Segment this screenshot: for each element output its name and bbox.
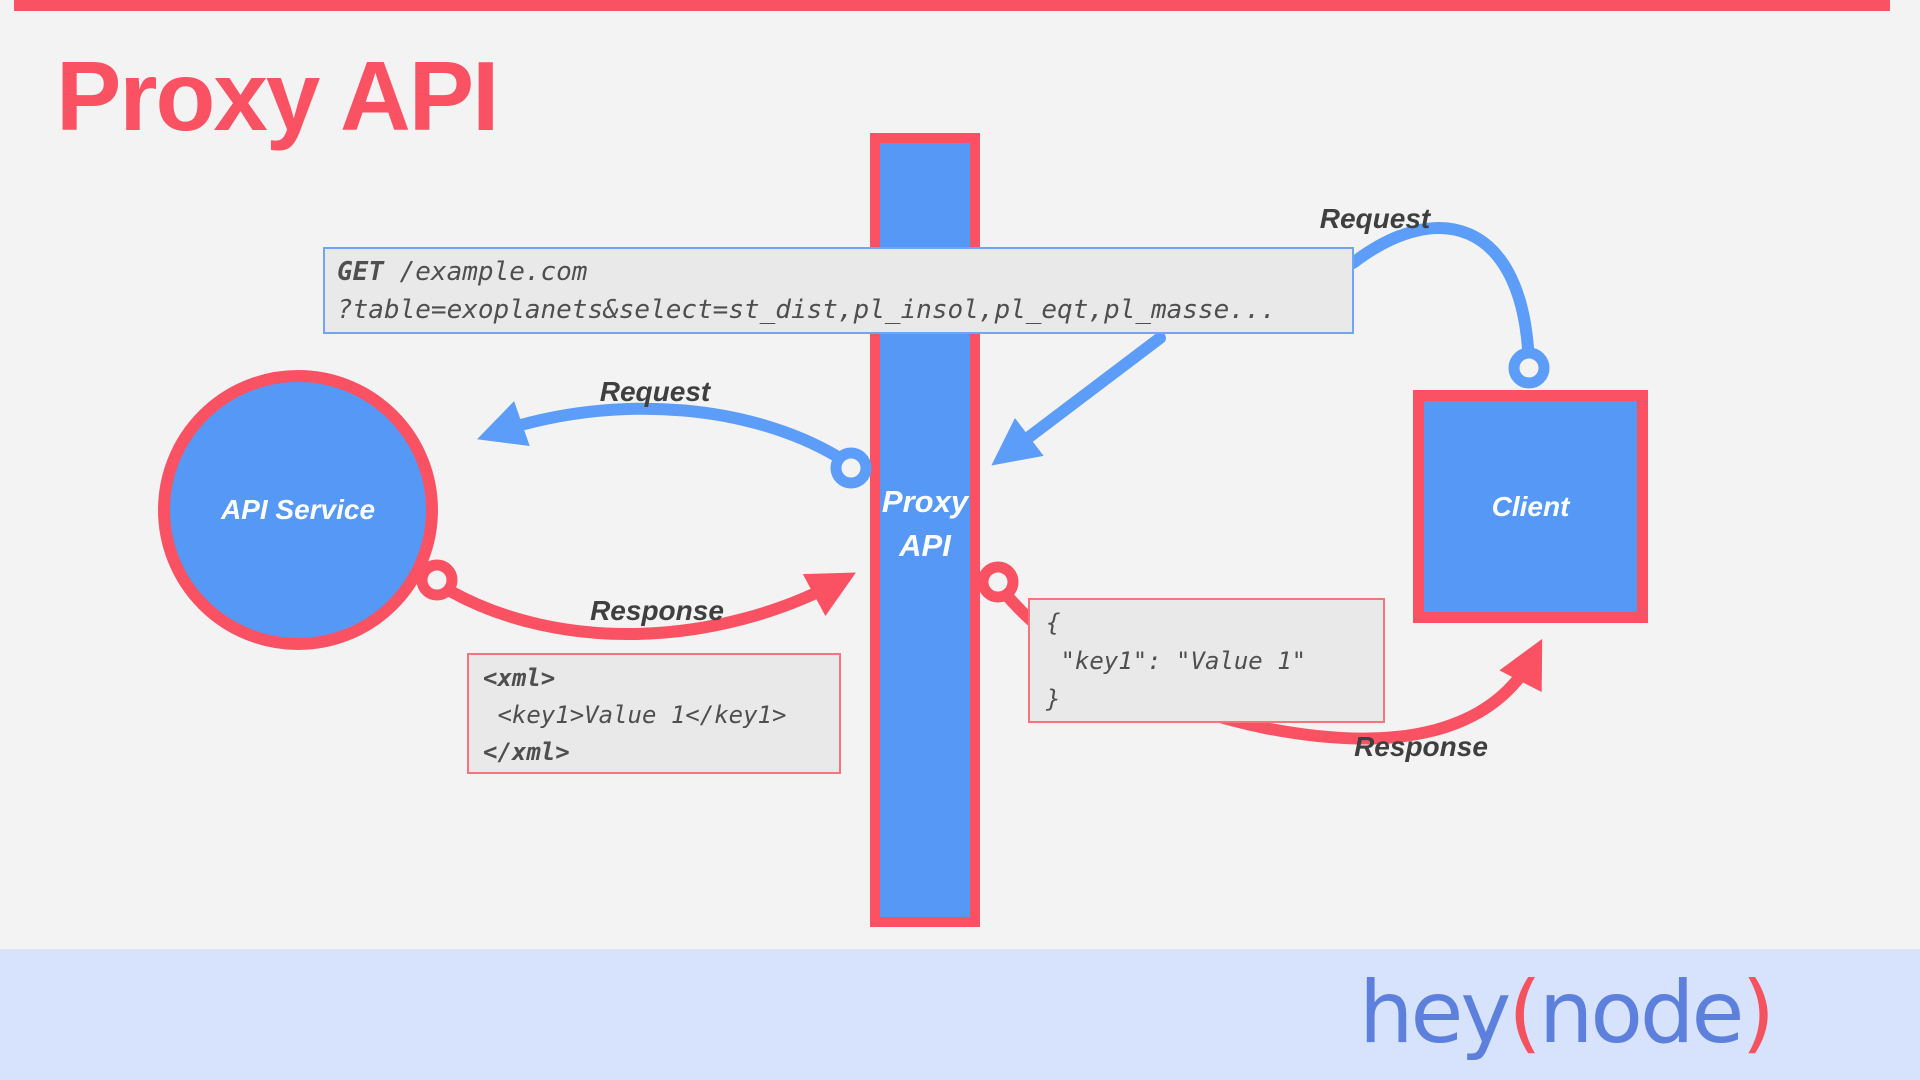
json-line-open: { — [1046, 609, 1061, 637]
get-request-line1: GET /example.com — [337, 253, 1352, 291]
logo-paren-close: ) — [1741, 962, 1775, 1063]
label-request-top: Request — [1319, 203, 1431, 234]
request-origin-ring-proxy — [830, 447, 872, 489]
label-request-mid: Request — [599, 376, 711, 407]
xml-line-body: <key1>Value 1</key1> — [483, 701, 787, 729]
request-arrow-getbox-to-proxy — [991, 332, 1166, 466]
logo-node: node — [1538, 962, 1745, 1063]
proxy-api-label-line2: API — [899, 528, 951, 563]
label-response-left: Response — [590, 595, 724, 626]
xml-line-open: <xml> — [483, 664, 556, 692]
proxy-api-label-line1: Proxy — [881, 484, 969, 519]
footer-band: hey(node) — [0, 949, 1920, 1080]
xml-line-close: </xml> — [483, 738, 570, 766]
get-path: /example.com — [383, 257, 588, 287]
json-line-close: } — [1046, 685, 1061, 713]
response-origin-ring-api — [416, 559, 458, 601]
proxy-api-label: Proxy API — [880, 480, 970, 568]
get-request-line2: ?table=exoplanets&select=st_dist,pl_inso… — [337, 295, 1277, 325]
response-origin-ring-proxy — [977, 561, 1019, 603]
request-arrow-proxy-to-api — [477, 401, 852, 468]
heynode-logo: hey(node) — [1358, 962, 1775, 1063]
api-service-label: API Service — [220, 494, 376, 525]
top-accent-bar — [14, 0, 1890, 11]
request-origin-ring-client — [1508, 347, 1550, 389]
client-label: Client — [1491, 490, 1570, 522]
get-keyword: GET — [337, 257, 384, 287]
node-client: Client — [1413, 390, 1648, 623]
get-request-box: GET /example.com ?table=exoplanets&selec… — [323, 247, 1354, 334]
logo-paren-open: ( — [1508, 962, 1542, 1063]
logo-hey: hey — [1358, 962, 1511, 1063]
json-line-body: "key1": "Value 1" — [1046, 647, 1307, 675]
json-response-box: { "key1": "Value 1" } — [1028, 598, 1385, 723]
xml-response-box: <xml> <key1>Value 1</key1> </xml> — [467, 653, 841, 774]
node-api-service: API Service — [158, 370, 438, 650]
page-title: Proxy API — [56, 41, 499, 151]
request-curve-client-to-getbox — [1347, 222, 1534, 354]
label-response-right: Response — [1354, 731, 1488, 762]
